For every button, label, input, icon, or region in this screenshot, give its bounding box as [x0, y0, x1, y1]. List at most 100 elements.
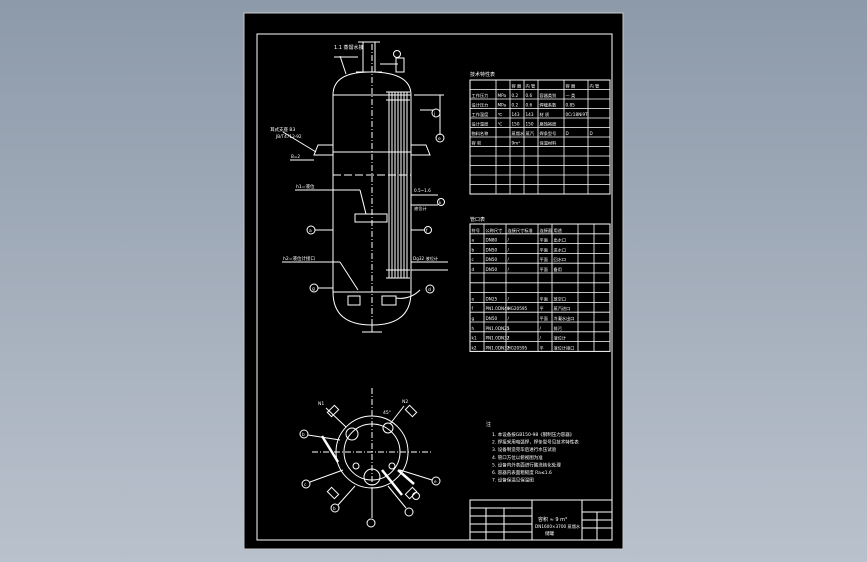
table-cell: / [508, 296, 510, 301]
note-item: 1. 本设备按GB150-98《钢制压力容器》 [492, 431, 574, 438]
label-gauge: Dg32 液位计 [413, 255, 438, 262]
table-cell: 冷凝水出口 [554, 315, 575, 322]
nozzle-bottom [363, 468, 381, 486]
table-cell: MPa [498, 103, 507, 108]
inner-border [256, 33, 613, 541]
table-cell: 回水口 [554, 256, 567, 263]
table-cell: HG20595 [508, 306, 528, 311]
table-cell: / [508, 267, 510, 272]
note-item: 4. 管口方位以俯视图为准 [492, 454, 543, 461]
plan-bubble-b: b [302, 432, 305, 437]
table-cell: DN50 [486, 257, 498, 262]
table-cell: 蒸汽 [526, 130, 535, 137]
table-cell: 容 积 [472, 140, 482, 147]
plan-label-n1: N1 [318, 401, 324, 407]
label-nozzle-g: g [312, 287, 315, 292]
label-nozzle-a: a [309, 229, 312, 234]
plan-label-n2: N2 [402, 399, 408, 405]
label-nozzle-e: e [438, 137, 441, 142]
table-cell: 0.85 [566, 103, 576, 108]
table-cell: g [472, 316, 475, 321]
table-cell: / [508, 336, 510, 341]
table-cell: 平 [540, 306, 544, 312]
title-line-3: 储罐 [545, 530, 554, 537]
table-cell: 150 [512, 122, 520, 127]
label-dim-left: B=2 [291, 154, 300, 159]
table-cell: D [566, 131, 569, 136]
table-cell: c [472, 257, 475, 262]
label-nozzle-f: f [426, 228, 428, 233]
note-item: 7. 设备保温见保温图 [492, 477, 534, 484]
label-bottom-note: h2=液位计接口 [283, 255, 315, 262]
table-cell: 液位计接口 [554, 344, 575, 351]
table-cell: 排污 [554, 325, 562, 332]
table-cell: 容 器 [512, 83, 523, 90]
table-cell: h [472, 326, 475, 331]
label-inner-note: 0.5~1.6 [414, 188, 431, 193]
table-cell: 143 [512, 112, 520, 117]
sheet-background [243, 12, 624, 550]
elevation-labels: 1.1 蒸馏水接 耳式支座 B3 JB/T4712-92 B=2 h1=液位 0… [270, 44, 442, 293]
plan-labels: N1 N2 45° b c e b [302, 399, 437, 511]
table-cell: DN50 [486, 316, 498, 321]
table-cell: b [472, 247, 475, 252]
title-line-1: 容积 ≈ 9 m³ [538, 516, 567, 523]
table-cell: HG20595 [508, 345, 528, 350]
table-cell: 蒸馏水 [512, 130, 525, 137]
title-block [469, 499, 613, 541]
top-head [332, 71, 412, 96]
table-cell: DN80 [486, 238, 498, 243]
label-nozzle-k: k [439, 200, 442, 205]
table-frame [469, 223, 611, 352]
table-cell: 焊条型号 [540, 130, 557, 137]
table-cell: / [540, 326, 542, 331]
table-cell: 容 器 [566, 83, 577, 90]
table-cell: 平面 [540, 316, 548, 322]
table-cell: 平面 [540, 257, 548, 263]
nozzle-n1 [345, 427, 359, 441]
table-cell: 143 [526, 112, 534, 117]
table-cell: 材 质 [540, 111, 550, 118]
bubble-nozzle-j [431, 108, 441, 118]
bubble-right-d [425, 284, 435, 294]
table-cell: 出水口 [554, 237, 567, 244]
table-cell: 符号 [472, 227, 480, 234]
plan-bubble-c: c [304, 482, 307, 487]
note-item: 6. 容器内表面粗糙度 Ra≤1.6 [492, 469, 552, 476]
bubble-left-a [306, 225, 316, 235]
note-item: 2. 焊接采用电弧焊，焊条型号见技术特性表 [492, 439, 579, 446]
label-inner-note-sub: 液位计 [414, 205, 427, 212]
table-cell: f [472, 306, 474, 311]
table-cell: PN1.0DN25 [486, 326, 510, 331]
table-cell: 公称尺寸 [486, 227, 503, 234]
table-cell: 工作压力 [472, 92, 489, 99]
internal-baffle [354, 213, 388, 223]
table-cell: k1 [472, 336, 477, 341]
shell-inner [343, 423, 401, 481]
table-cell: 连接面 [540, 227, 553, 234]
note-item: 3. 设备制造完毕后进行水压试验 [492, 446, 557, 453]
elevation-view [282, 41, 448, 333]
table-cell: 内 管 [526, 83, 536, 90]
table-cell: 备用 [554, 266, 562, 273]
table-cell: 平 [540, 345, 544, 351]
table-cell: / [508, 326, 510, 331]
support-lug-left [313, 144, 333, 156]
table-cell: 用途 [554, 227, 563, 234]
table-cell: 焊缝系数 [540, 102, 558, 109]
table-cell: DN50 [486, 247, 498, 252]
label-level: h1=液位 [296, 183, 315, 190]
label-support-sub: JB/T4712-92 [275, 134, 302, 139]
table-cell: PN1.0DN32 [486, 336, 510, 341]
table-cell: 连接尺寸标准 [508, 227, 533, 234]
table-cell: ℃ [498, 112, 503, 117]
table-cell: 进水口 [554, 246, 567, 253]
plan-view [299, 388, 441, 528]
elevation-bubbles [306, 50, 445, 294]
table-cell: 蒸汽进口 [554, 305, 571, 312]
notes-list: 1. 本设备按GB150-98《钢制压力容器》2. 焊接采用电弧焊，焊条型号见技… [492, 431, 579, 484]
plan-bubble-b2: b [333, 506, 336, 511]
table-cell: 0.2 [512, 103, 519, 108]
